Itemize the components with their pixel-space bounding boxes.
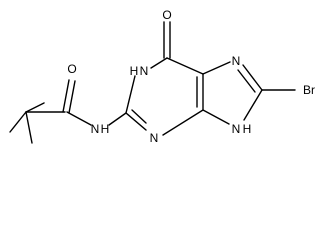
atom-label: Br	[303, 83, 315, 97]
bond-c4-n9	[202, 109, 230, 125]
bond-c2-n1	[125, 75, 136, 114]
bond-c5-n7	[202, 61, 231, 75]
atom-label: N	[232, 54, 241, 68]
bond-carbonyl-nh	[66, 111, 92, 126]
bond-n9-c8	[243, 89, 263, 121]
bond-methyl-bottom	[25, 111, 33, 144]
bond-n3-c4	[162, 109, 204, 136]
bond-c2-n3-2	[131, 109, 147, 124]
bonds	[9, 21, 296, 144]
atom-label: N	[150, 131, 159, 145]
atom-label: N	[232, 122, 241, 136]
bond-c2-n3-1	[125, 112, 147, 131]
bond-amide-co-2	[68, 80, 76, 114]
bond-n1-c6	[150, 57, 168, 69]
bond-c6-c5	[166, 57, 204, 75]
bond-methyl-top	[25, 102, 45, 113]
chemical-structure-diagram: O H N N Br N H N H N O	[9, 8, 315, 145]
bond-n7-c8-1	[242, 64, 263, 91]
atom-label: N	[91, 122, 100, 136]
bond-amide-co-1	[62, 79, 70, 113]
atom-label: O	[67, 62, 76, 76]
bond-n7-c8-2	[237, 69, 256, 93]
atom-label: H	[243, 122, 252, 136]
bond-nh-c2	[108, 112, 127, 126]
atom-label: O	[162, 8, 171, 22]
atom-labels: O H N N Br N H N H N O	[67, 8, 315, 145]
atom-label: H	[130, 64, 139, 78]
bond-methyl-left	[9, 111, 27, 133]
atom-label: H	[101, 122, 110, 136]
atom-label: N	[140, 64, 149, 78]
